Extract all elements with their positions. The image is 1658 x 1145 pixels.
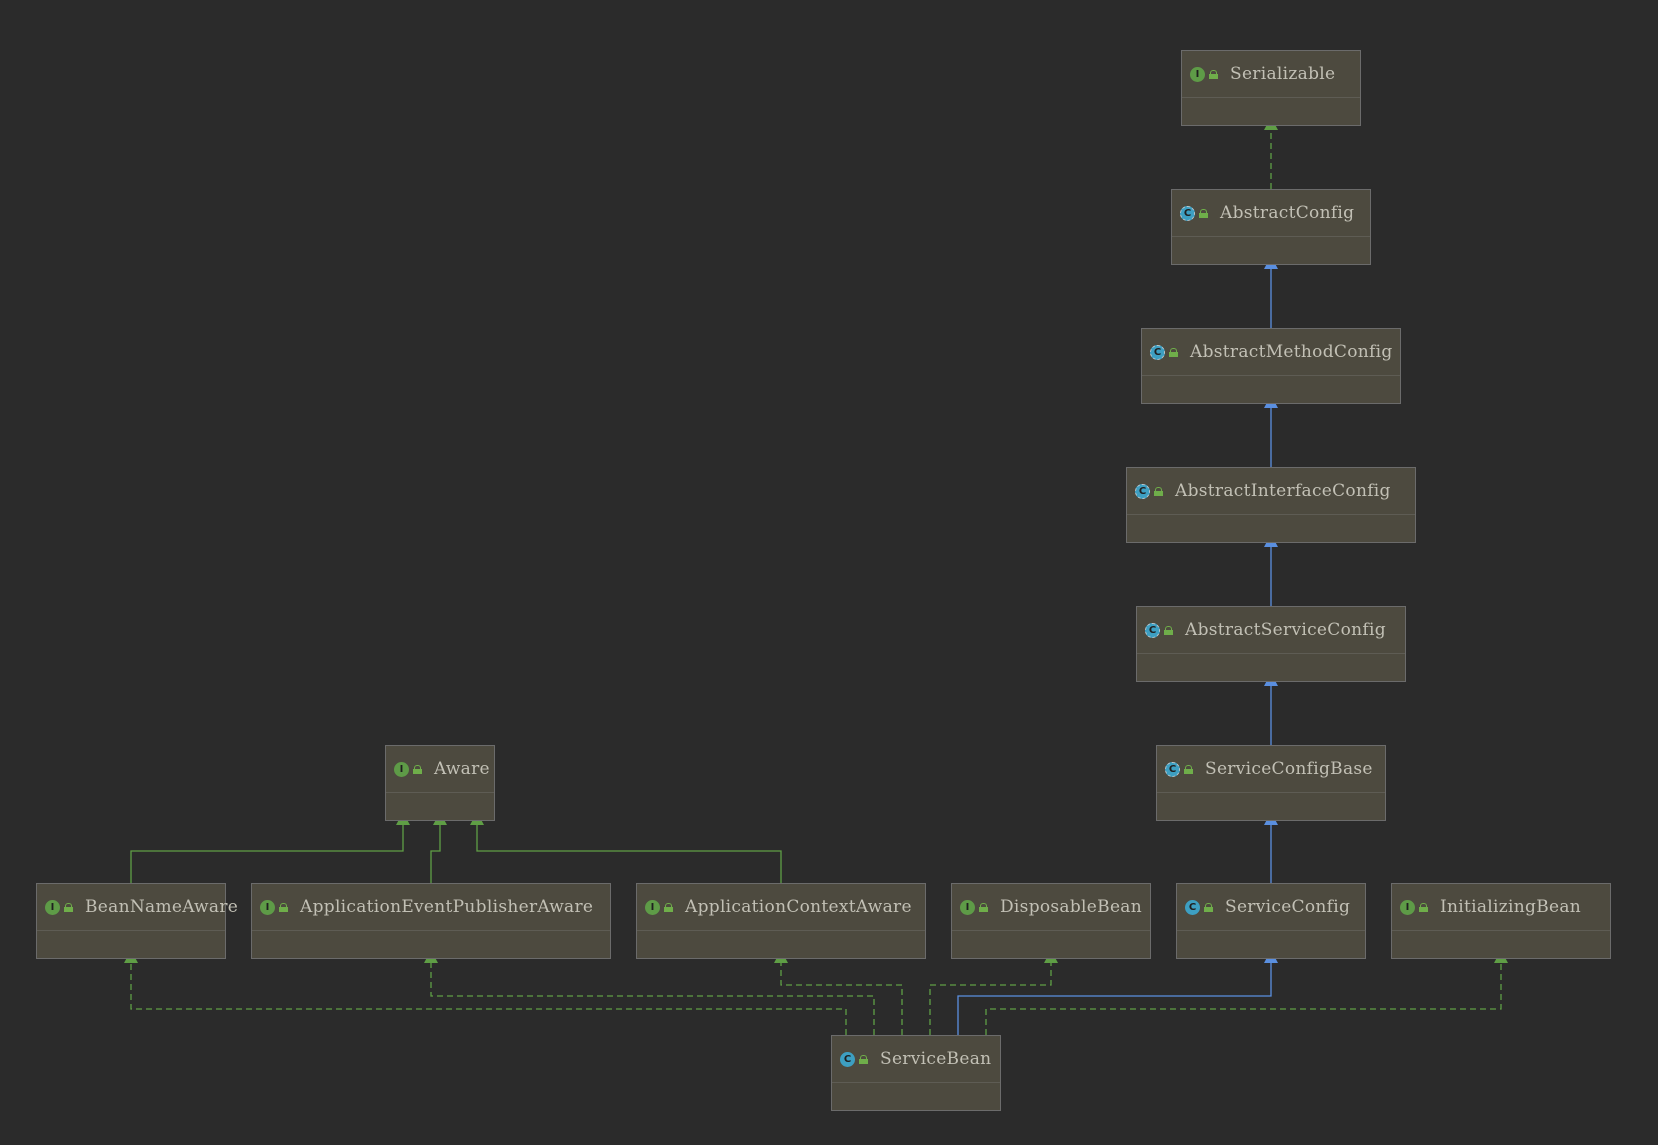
node-label: ApplicationContextAware xyxy=(685,897,912,917)
node-members xyxy=(37,931,225,959)
public-access-icon xyxy=(1204,903,1213,912)
edge-application-context-aware-to-aware xyxy=(470,812,782,883)
node-members xyxy=(637,931,925,959)
node-service-bean[interactable]: C ServiceBean xyxy=(831,1035,1001,1111)
interface-icon: I xyxy=(1190,66,1205,82)
edge-abstract-interface-config-to-abstract-method-config xyxy=(1264,395,1278,467)
node-application-context-aware[interactable]: I ApplicationContextAware xyxy=(636,883,926,959)
node-serializable[interactable]: I Serializable xyxy=(1181,50,1361,126)
public-access-icon xyxy=(64,903,73,912)
node-members xyxy=(1177,931,1365,959)
node-service-config[interactable]: C ServiceConfig xyxy=(1176,883,1366,959)
node-label: Aware xyxy=(434,759,490,779)
edge-bean-name-aware-to-aware xyxy=(130,812,410,883)
node-members xyxy=(252,931,610,959)
node-abstract-config[interactable]: C AbstractConfig xyxy=(1171,189,1371,265)
node-label: AbstractConfig xyxy=(1220,203,1355,223)
node-label: ApplicationEventPublisherAware xyxy=(300,897,594,917)
edge-service-config-base-to-abstract-service-config xyxy=(1264,673,1278,745)
node-label: InitializingBean xyxy=(1440,897,1582,917)
public-access-icon xyxy=(1419,903,1428,912)
node-initializing-bean[interactable]: I InitializingBean xyxy=(1391,883,1611,959)
edge-abstract-service-config-to-abstract-interface-config xyxy=(1264,534,1278,606)
edge-application-event-publisher-aware-to-aware xyxy=(430,812,447,883)
node-label: AbstractInterfaceConfig xyxy=(1175,481,1391,501)
abstract-class-icon: C xyxy=(1135,483,1150,499)
edge-line xyxy=(476,825,782,883)
node-label: DisposableBean xyxy=(1000,897,1142,917)
edge-service-bean-to-application-event-publisher-aware xyxy=(424,950,875,1035)
edge-line xyxy=(430,825,441,883)
edge-line xyxy=(957,963,1272,1035)
public-access-icon xyxy=(979,903,988,912)
node-abstract-method-config[interactable]: C AbstractMethodConfig xyxy=(1141,328,1401,404)
interface-icon: I xyxy=(394,761,409,777)
node-label: ServiceConfig xyxy=(1225,897,1351,917)
edge-line xyxy=(130,825,404,883)
edge-service-bean-to-disposable-bean xyxy=(929,950,1058,1035)
edge-line xyxy=(780,963,903,1035)
node-aware[interactable]: I Aware xyxy=(385,745,495,821)
public-access-icon xyxy=(279,903,288,912)
interface-icon: I xyxy=(260,899,275,915)
node-members xyxy=(1157,793,1385,821)
node-members xyxy=(1392,931,1610,959)
node-abstract-interface-config[interactable]: C AbstractInterfaceConfig xyxy=(1126,467,1416,543)
node-service-config-base[interactable]: C ServiceConfigBase xyxy=(1156,745,1386,821)
node-abstract-service-config[interactable]: C AbstractServiceConfig xyxy=(1136,606,1406,682)
public-access-icon xyxy=(1184,765,1193,774)
interface-icon: I xyxy=(645,899,660,915)
node-members xyxy=(1182,98,1360,126)
public-access-icon xyxy=(1199,209,1208,218)
edge-abstract-method-config-to-abstract-config xyxy=(1264,256,1278,328)
class-icon: C xyxy=(840,1051,855,1067)
node-disposable-bean[interactable]: I DisposableBean xyxy=(951,883,1151,959)
node-members xyxy=(1172,237,1370,265)
edge-service-config-to-service-config-base xyxy=(1264,812,1278,883)
node-members xyxy=(1127,515,1415,543)
public-access-icon xyxy=(1169,348,1178,357)
node-members xyxy=(832,1083,1000,1111)
edge-line xyxy=(985,963,1502,1035)
abstract-class-icon: C xyxy=(1145,622,1160,638)
edge-abstract-config-to-serializable xyxy=(1264,117,1278,189)
interface-icon: I xyxy=(1400,899,1415,915)
node-members xyxy=(386,793,494,821)
node-label: BeanNameAware xyxy=(85,897,239,917)
abstract-class-icon: C xyxy=(1150,344,1165,360)
edge-service-bean-to-initializing-bean xyxy=(985,950,1508,1035)
node-label: AbstractMethodConfig xyxy=(1190,342,1393,362)
class-icon: C xyxy=(1185,899,1200,915)
edge-service-bean-to-application-context-aware xyxy=(774,950,903,1035)
node-application-event-publisher-aware[interactable]: I ApplicationEventPublisherAware xyxy=(251,883,611,959)
node-label: Serializable xyxy=(1230,64,1336,84)
edge-line xyxy=(430,963,875,1035)
public-access-icon xyxy=(1209,70,1218,79)
node-members xyxy=(1142,376,1400,404)
public-access-icon xyxy=(1154,487,1163,496)
node-members xyxy=(1137,654,1405,682)
node-bean-name-aware[interactable]: I BeanNameAware xyxy=(36,883,238,959)
edge-line xyxy=(929,963,1052,1035)
node-members xyxy=(952,931,1150,959)
public-access-icon xyxy=(859,1055,868,1064)
public-access-icon xyxy=(1164,626,1173,635)
abstract-class-icon: C xyxy=(1165,761,1180,777)
edge-service-bean-to-bean-name-aware xyxy=(124,950,847,1035)
edge-line xyxy=(130,963,847,1035)
interface-icon: I xyxy=(45,899,60,915)
public-access-icon xyxy=(664,903,673,912)
edge-service-bean-to-service-config xyxy=(957,950,1278,1035)
abstract-class-icon: C xyxy=(1180,205,1195,221)
node-label: ServiceConfigBase xyxy=(1205,759,1373,779)
node-label: AbstractServiceConfig xyxy=(1185,620,1386,640)
public-access-icon xyxy=(413,765,422,774)
node-label: ServiceBean xyxy=(880,1049,992,1069)
interface-icon: I xyxy=(960,899,975,915)
